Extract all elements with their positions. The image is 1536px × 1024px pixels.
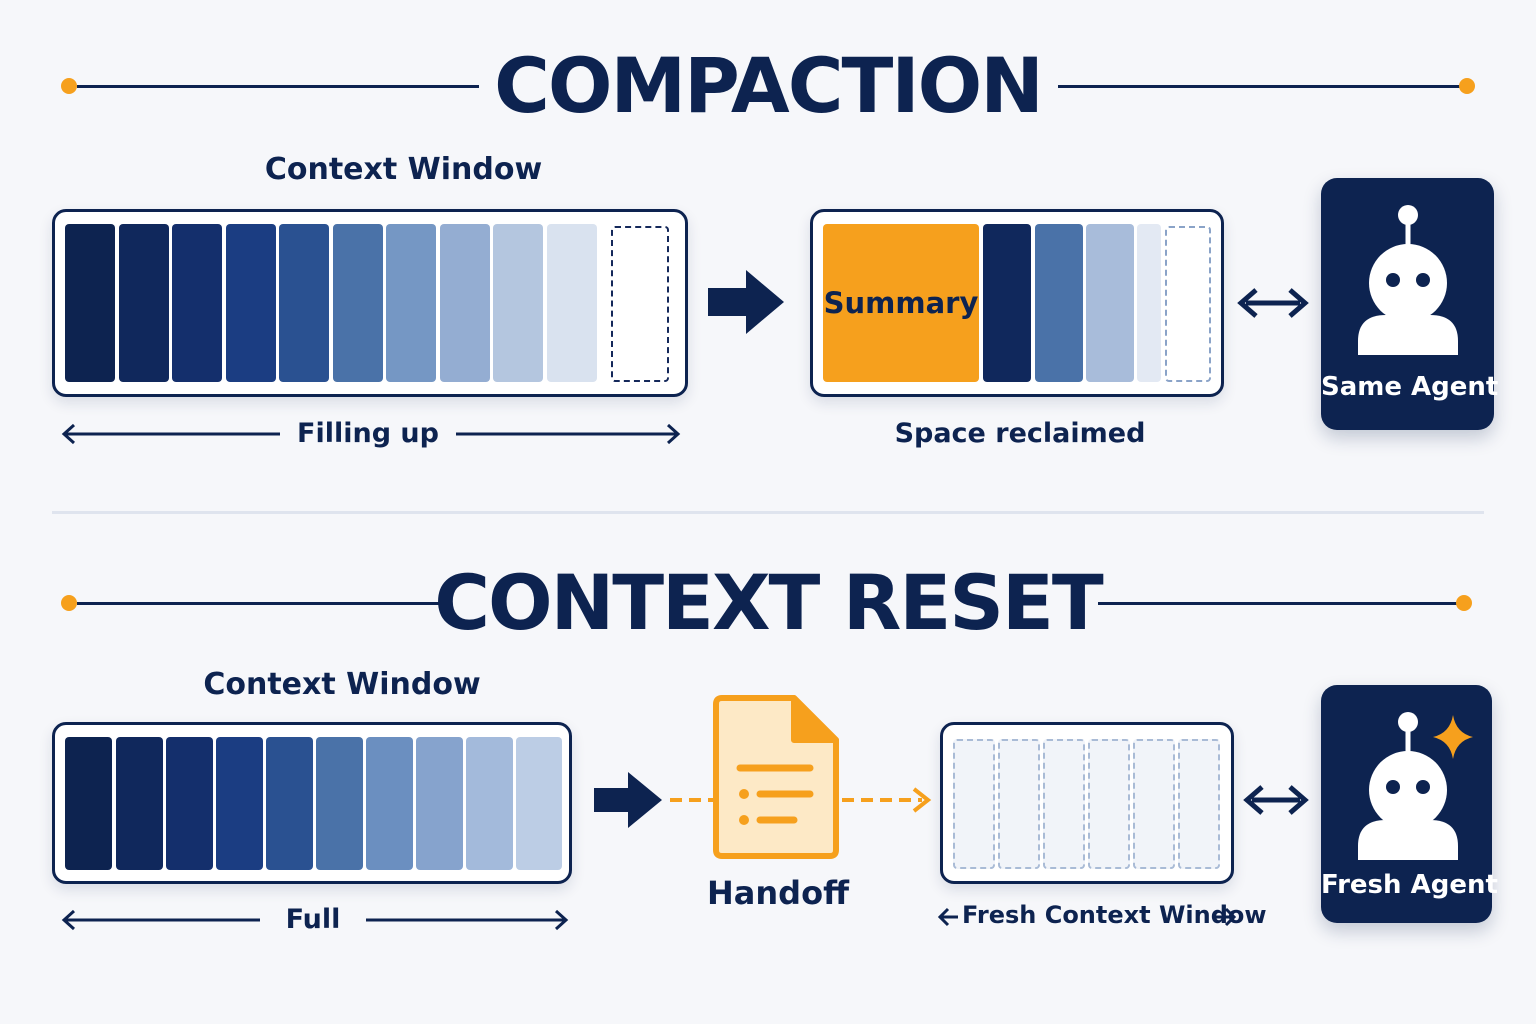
section-divider (52, 511, 1484, 514)
context-reset-title: CONTEXT RESET (434, 558, 1104, 647)
handoff-dashed-arrow-in (670, 798, 716, 802)
empty-segment (1165, 226, 1211, 382)
fresh-agent-card: Fresh Agent (1321, 685, 1498, 923)
context-segment (516, 737, 562, 870)
context-segment (65, 224, 115, 382)
same-agent-card: Same Agent (1321, 178, 1499, 430)
title-dot-right (1459, 78, 1475, 94)
context-segment (386, 224, 436, 382)
compacted-context-window: Summary (810, 209, 1224, 397)
context-segment (547, 224, 597, 382)
context-segment (226, 224, 276, 382)
context-segment (119, 224, 169, 382)
double-arrow-icon (1237, 288, 1309, 318)
title-dot-right (1456, 595, 1472, 611)
context-segment (416, 737, 463, 870)
reset-window-label: Context Window (203, 667, 481, 702)
title-dot-left (61, 595, 77, 611)
handoff-label: Handoff (707, 874, 849, 912)
space-reclaimed-label: Space reclaimed (894, 418, 1146, 449)
compaction-window-label: Context Window (264, 152, 543, 187)
full-context-window (52, 722, 572, 884)
context-segment (1086, 224, 1134, 382)
context-segment (440, 224, 490, 382)
context-segment (1137, 224, 1161, 382)
same-agent-label: Same Agent (1321, 372, 1499, 402)
context-segment (166, 737, 213, 870)
summary-block: Summary (823, 224, 979, 382)
double-arrow-icon (1243, 785, 1309, 815)
context-segment (266, 737, 313, 870)
context-segment (333, 224, 383, 382)
fresh-segment (1133, 739, 1175, 869)
context-segment (493, 224, 543, 382)
context-segment (983, 224, 1031, 382)
context-segment (65, 737, 112, 870)
fresh-segment (1043, 739, 1085, 869)
document-icon (713, 695, 839, 859)
filling-up-label: Filling up (297, 418, 439, 449)
title-line-right (1058, 85, 1460, 88)
full-label: Full (285, 904, 341, 935)
fresh-window-left-arrow (937, 907, 958, 927)
fresh-segment (1178, 739, 1220, 869)
robot-icon (1358, 205, 1458, 355)
compaction-context-window (52, 209, 688, 397)
context-segment (366, 737, 413, 870)
title-line-left (77, 602, 451, 605)
fresh-agent-label: Fresh Agent (1321, 870, 1498, 900)
fresh-segment (998, 739, 1040, 869)
context-segment (116, 737, 163, 870)
filling-up-range-arrow (61, 423, 681, 445)
context-segment (316, 737, 363, 870)
robot-icon (1358, 712, 1458, 860)
fresh-window-label: Fresh Context Window (962, 901, 1267, 929)
context-segment (172, 224, 222, 382)
context-segment (466, 737, 513, 870)
title-dot-left (61, 78, 77, 94)
title-line-left (77, 85, 479, 88)
handoff-dashed-arrow-out (842, 787, 932, 813)
sparkle-icon (1433, 715, 1473, 759)
empty-segment (611, 226, 669, 382)
fresh-context-window (940, 722, 1234, 884)
title-line-right (1098, 602, 1462, 605)
arrow-right-icon (594, 772, 662, 828)
context-segment (216, 737, 263, 870)
context-segment (1035, 224, 1083, 382)
fresh-window-right-arrow (1216, 907, 1237, 927)
fresh-segment (1088, 739, 1130, 869)
fresh-segment (953, 739, 995, 869)
context-segment (279, 224, 329, 382)
full-range-arrow (61, 909, 569, 931)
compaction-title: COMPACTION (494, 41, 1044, 130)
arrow-right-icon (708, 270, 784, 334)
